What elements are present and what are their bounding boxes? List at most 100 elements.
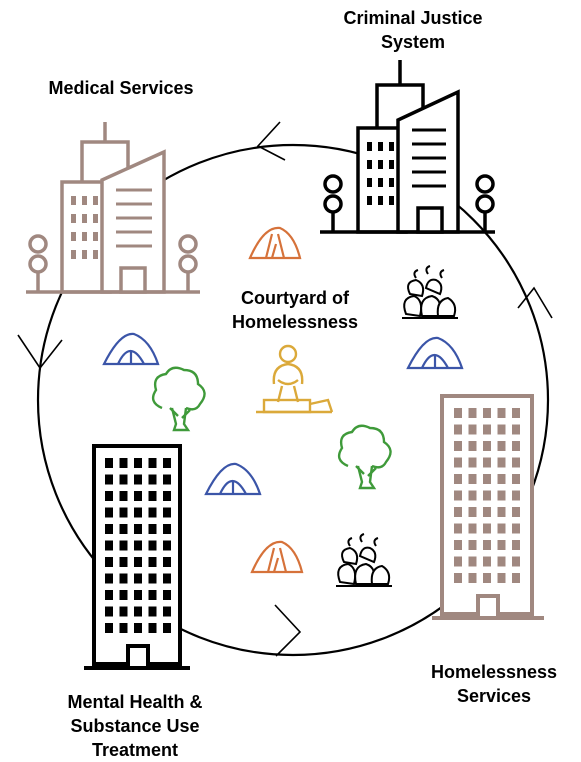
window — [134, 474, 142, 485]
window — [134, 507, 142, 518]
arrow-left — [17, 334, 63, 370]
window — [483, 424, 491, 435]
label-line: Treatment — [91, 740, 179, 760]
window — [512, 490, 520, 501]
label-line: System — [380, 32, 446, 52]
label-line: Homelessness — [430, 662, 558, 682]
label-criminal-justice: Criminal Justice System — [318, 6, 508, 54]
window — [105, 507, 113, 518]
tent-icon-orange-top — [248, 226, 302, 260]
window — [163, 507, 171, 518]
window — [497, 507, 506, 517]
arrow-right — [517, 286, 553, 319]
window — [119, 606, 128, 617]
window — [468, 424, 477, 435]
window — [134, 524, 142, 534]
window — [119, 590, 128, 600]
label-line: Services — [456, 686, 532, 706]
window — [468, 507, 477, 517]
label-line: Criminal Justice — [343, 8, 483, 28]
window — [512, 523, 520, 534]
cycle-circle — [36, 143, 550, 657]
window — [134, 623, 142, 633]
window — [134, 557, 142, 567]
window — [119, 573, 128, 584]
window — [119, 507, 128, 518]
window — [134, 458, 142, 468]
window — [105, 458, 113, 468]
window — [497, 474, 506, 484]
window — [512, 474, 520, 484]
label-line: Medical Services — [48, 78, 194, 98]
criminal-justice-building-icon — [320, 60, 495, 234]
window — [148, 573, 157, 584]
window — [454, 573, 462, 583]
window — [163, 606, 171, 617]
window — [468, 457, 477, 468]
window — [512, 573, 520, 583]
window — [148, 524, 157, 534]
label-courtyard: Courtyard of Homelessness — [210, 286, 380, 334]
window — [134, 491, 142, 501]
window — [468, 523, 477, 534]
window — [454, 424, 462, 435]
window — [512, 424, 520, 435]
window — [454, 474, 462, 484]
window — [497, 457, 506, 468]
window — [105, 590, 113, 600]
arrow-top-left — [256, 121, 286, 161]
window — [148, 590, 157, 600]
window — [148, 458, 157, 468]
window — [163, 573, 171, 584]
window — [483, 556, 491, 567]
window — [483, 441, 491, 451]
window — [105, 623, 113, 633]
homelessness-services-building-icon — [432, 394, 544, 620]
window — [119, 540, 128, 551]
label-homelessness-services: Homelessness Services — [412, 660, 576, 708]
window — [148, 507, 157, 518]
window — [468, 490, 477, 501]
window — [134, 540, 142, 551]
window — [105, 474, 113, 485]
window — [468, 573, 477, 583]
window — [163, 458, 171, 468]
window — [454, 457, 462, 468]
window — [468, 556, 477, 567]
window — [148, 557, 157, 567]
window — [148, 606, 157, 617]
window — [163, 590, 171, 600]
tent-icon-blue-center — [204, 462, 262, 496]
label-mental-health: Mental Health & Substance Use Treatment — [30, 690, 240, 762]
window — [483, 490, 491, 501]
window — [119, 524, 128, 534]
window — [148, 540, 157, 551]
window — [497, 540, 506, 550]
window — [163, 491, 171, 501]
window — [454, 490, 462, 501]
window — [497, 441, 506, 451]
window — [163, 540, 171, 551]
window — [468, 474, 477, 484]
medical-services-building-icon — [26, 122, 200, 294]
tent-icon-orange-bottom — [250, 540, 304, 574]
window — [105, 540, 113, 551]
window — [105, 606, 113, 617]
window — [512, 540, 520, 550]
window — [119, 623, 128, 633]
window — [454, 556, 462, 567]
window — [454, 507, 462, 517]
label-line: Mental Health & — [67, 692, 203, 712]
tree-icon-right — [337, 424, 392, 490]
window — [163, 524, 171, 534]
window — [105, 573, 113, 584]
window — [512, 441, 520, 451]
tent-icon-blue-left — [102, 332, 160, 366]
window — [483, 408, 491, 418]
window — [483, 474, 491, 484]
mental-health-building-icon — [84, 444, 190, 670]
window — [497, 523, 506, 534]
label-medical-services: Medical Services — [16, 76, 226, 100]
tree-icon-left — [151, 366, 206, 432]
